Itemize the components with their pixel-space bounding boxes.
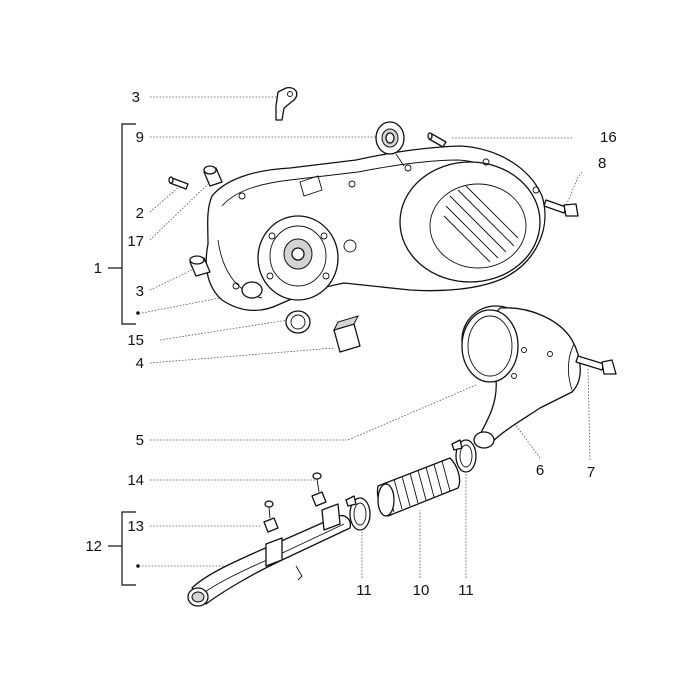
leader-lines <box>141 96 591 578</box>
callout-numbers: 3 9 16 8 2 17 1 3 15 4 5 6 7 14 13 12 11… <box>85 89 616 599</box>
dowel-pin-16 <box>427 132 447 148</box>
callout-14: 14 <box>127 472 144 489</box>
hose-clamp-11-left <box>345 495 371 531</box>
nut-13 <box>263 517 279 533</box>
group-bracket-1 <box>108 123 140 325</box>
callout-7: 7 <box>587 464 595 481</box>
hose-clamp-11-right <box>451 439 477 473</box>
seal-ring <box>241 281 263 299</box>
callout-12: 12 <box>85 538 102 555</box>
bolt-8 <box>543 199 579 217</box>
callout-8: 8 <box>598 155 606 172</box>
callout-5: 5 <box>136 432 144 449</box>
screw-13 <box>264 500 274 519</box>
bushing-17 <box>203 165 223 187</box>
transmission-cover <box>205 145 546 312</box>
callout-16: 16 <box>600 129 617 146</box>
nut-14 <box>311 491 327 507</box>
callout-17: 17 <box>127 233 144 250</box>
group-bracket-12 <box>108 511 140 586</box>
callout-6: 6 <box>536 462 544 479</box>
callout-9: 9 <box>136 129 144 146</box>
callout-4: 4 <box>136 355 144 372</box>
callout-15: 15 <box>127 332 144 349</box>
bolt-7 <box>575 355 617 375</box>
callout-2: 2 <box>136 205 144 222</box>
intake-pipe-12 <box>187 503 352 607</box>
plug-15 <box>285 310 311 334</box>
screw-14 <box>312 472 322 493</box>
seal-gasket-5 <box>461 309 519 383</box>
rubber-block-4 <box>333 315 361 353</box>
callout-3-top: 3 <box>132 89 140 106</box>
callout-11-left: 11 <box>356 582 372 599</box>
bushing-3 <box>189 255 211 277</box>
bellows-hose-10 <box>376 457 461 517</box>
dowel-pin-2 <box>168 176 189 190</box>
callout-3-left: 3 <box>136 283 144 300</box>
callout-11-right: 11 <box>458 582 474 599</box>
callout-10: 10 <box>413 582 430 599</box>
bracket-clip-3 <box>275 87 298 121</box>
callout-13: 13 <box>127 518 144 535</box>
bearing-9 <box>375 121 405 167</box>
callout-1: 1 <box>94 260 102 277</box>
